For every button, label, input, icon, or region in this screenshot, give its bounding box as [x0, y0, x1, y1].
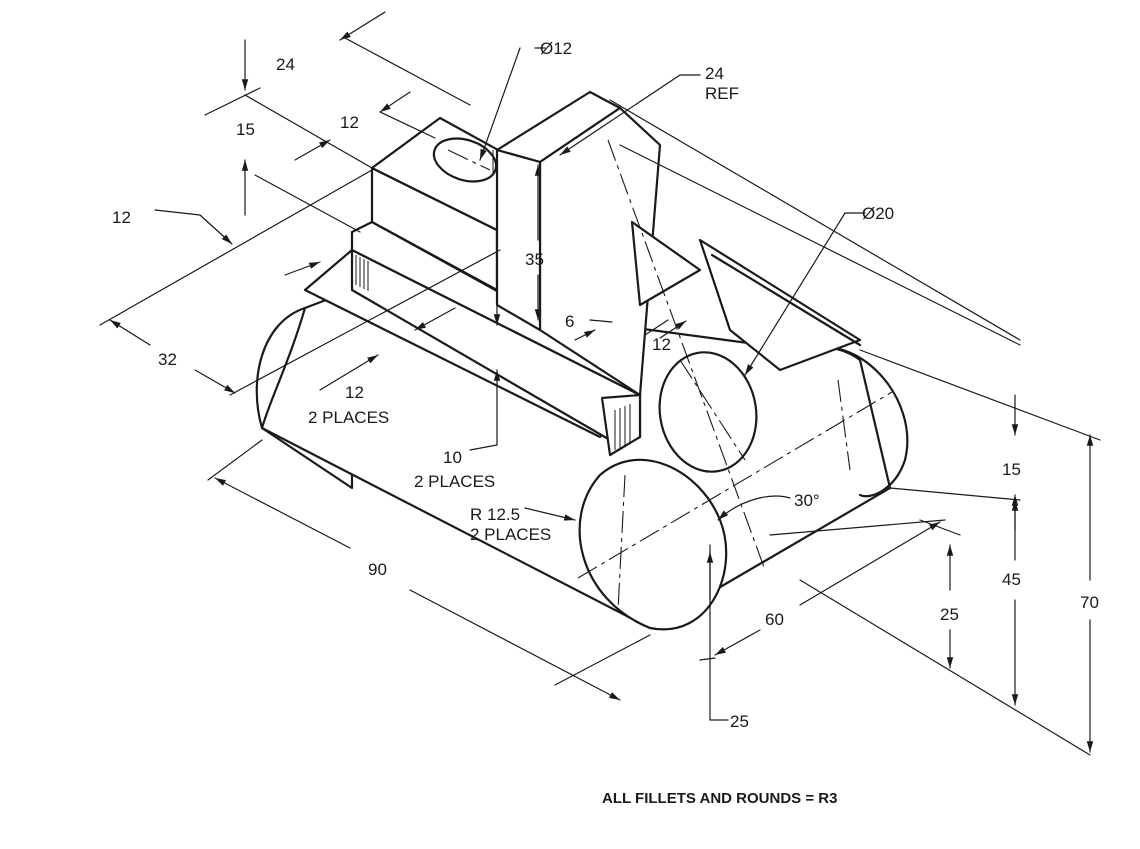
dim-25-bottom: 25 [730, 712, 749, 731]
dim-24-ref: 24 [705, 64, 724, 83]
dimension-lines [99, 11, 1101, 756]
dim-35: 35 [525, 250, 544, 269]
dim-45: 45 [1002, 570, 1021, 589]
upright-side [495, 148, 542, 332]
dim-ref: REF [705, 84, 739, 103]
dim-32: 32 [158, 350, 177, 369]
dim-12-2places: 12 [345, 383, 364, 402]
dim-15-right: 15 [1002, 460, 1021, 479]
dim-2places-a: 2 PLACES [308, 408, 389, 427]
dim-12-slot: 12 [340, 113, 359, 132]
dim-60: 60 [765, 610, 784, 629]
dim-2places-c: 2 PLACES [470, 525, 551, 544]
dim-dia-20: Ø20 [862, 204, 894, 223]
dimension-labels: 24 15 12 12 32 12 2 PLACES 10 2 PLACES R… [112, 39, 1099, 731]
cylinder-back-end [798, 345, 909, 498]
dim-70: 70 [1080, 593, 1099, 612]
dim-25-vertical: 25 [940, 605, 959, 624]
centerlines [447, 139, 893, 611]
back-rib-edge [710, 253, 862, 347]
dim-12-left: 12 [112, 208, 131, 227]
hatching [355, 150, 631, 450]
dim-2places-b: 2 PLACES [414, 472, 495, 491]
hole-12-ellipse [432, 137, 498, 183]
part-body [255, 90, 909, 631]
dim-6: 6 [565, 312, 574, 331]
dim-12-rib: 12 [652, 335, 671, 354]
dim-dia-12: Ø12 [540, 39, 572, 58]
fillets-note: ALL FILLETS AND ROUNDS = R3 [602, 790, 837, 807]
dim-24-top: 24 [276, 55, 295, 74]
hole-20-ellipse [658, 351, 758, 473]
dim-10: 10 [443, 448, 462, 467]
dim-90: 90 [368, 560, 387, 579]
dim-15: 15 [236, 120, 255, 139]
dim-angle-30: 30° [794, 491, 820, 510]
cylinder-right-end [578, 458, 728, 631]
rib [630, 220, 702, 307]
dim-r12-5: R 12.5 [470, 505, 520, 524]
